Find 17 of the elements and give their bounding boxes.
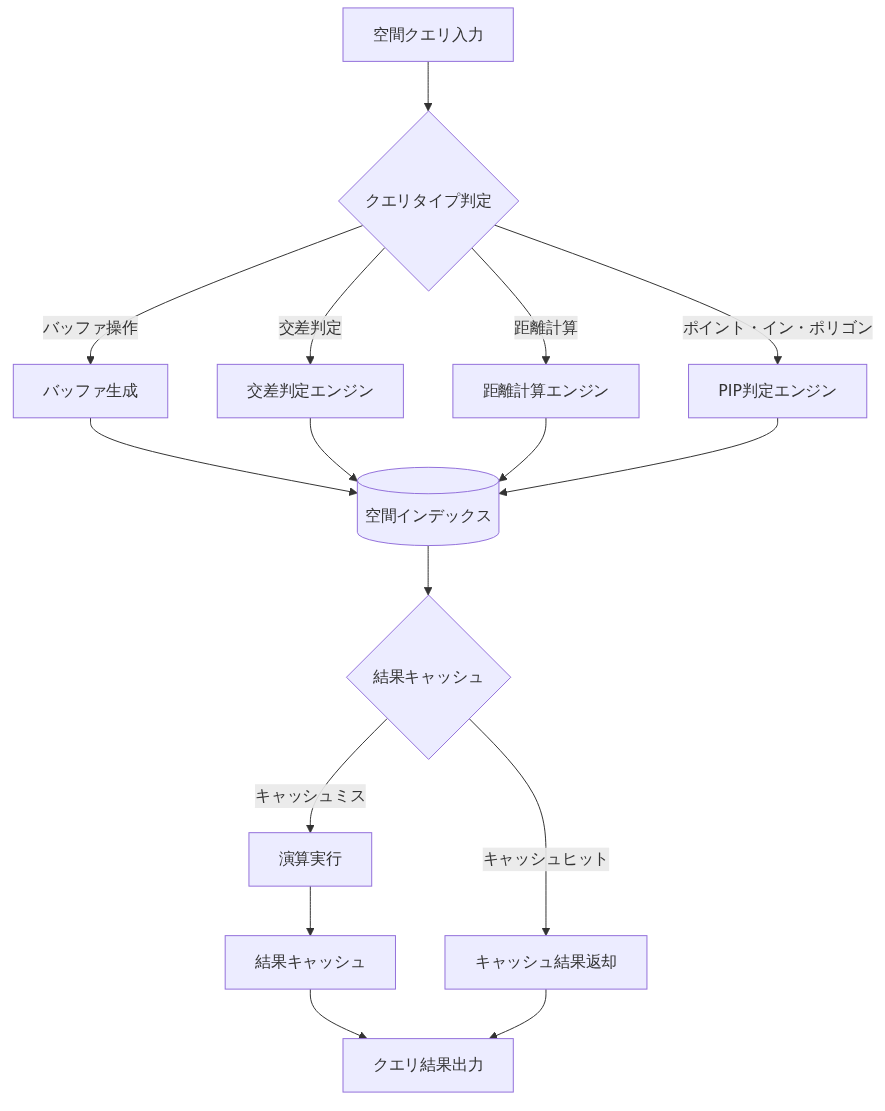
edge-label: バッファ操作 (42, 317, 138, 337)
node-box: 結果キャッシュ (224, 935, 396, 990)
node-box: キャッシュ結果返却 (444, 935, 647, 990)
node-box: 演算実行 (247, 832, 372, 887)
node-diamond: クエリタイプ判定 (337, 110, 519, 292)
edge-label: ポイント・イン・ポリゴン (682, 317, 873, 337)
node-diamond: 結果キャッシュ (345, 594, 511, 760)
edge-label: キャッシュヒット (482, 849, 609, 869)
edge-label: キャッシュミス (254, 786, 366, 805)
node-box: バッファ生成 (12, 363, 168, 419)
node-box: PIP判定エンジン (687, 363, 867, 419)
edge-label: 距離計算 (513, 317, 578, 337)
node-box: クエリ結果出力 (342, 1038, 514, 1093)
node-box: 交差判定エンジン (216, 363, 404, 419)
node-box: 空間クエリ入力 (342, 7, 514, 62)
edge-label: 交差判定 (278, 317, 342, 337)
node-box: 距離計算エンジン (451, 363, 640, 419)
